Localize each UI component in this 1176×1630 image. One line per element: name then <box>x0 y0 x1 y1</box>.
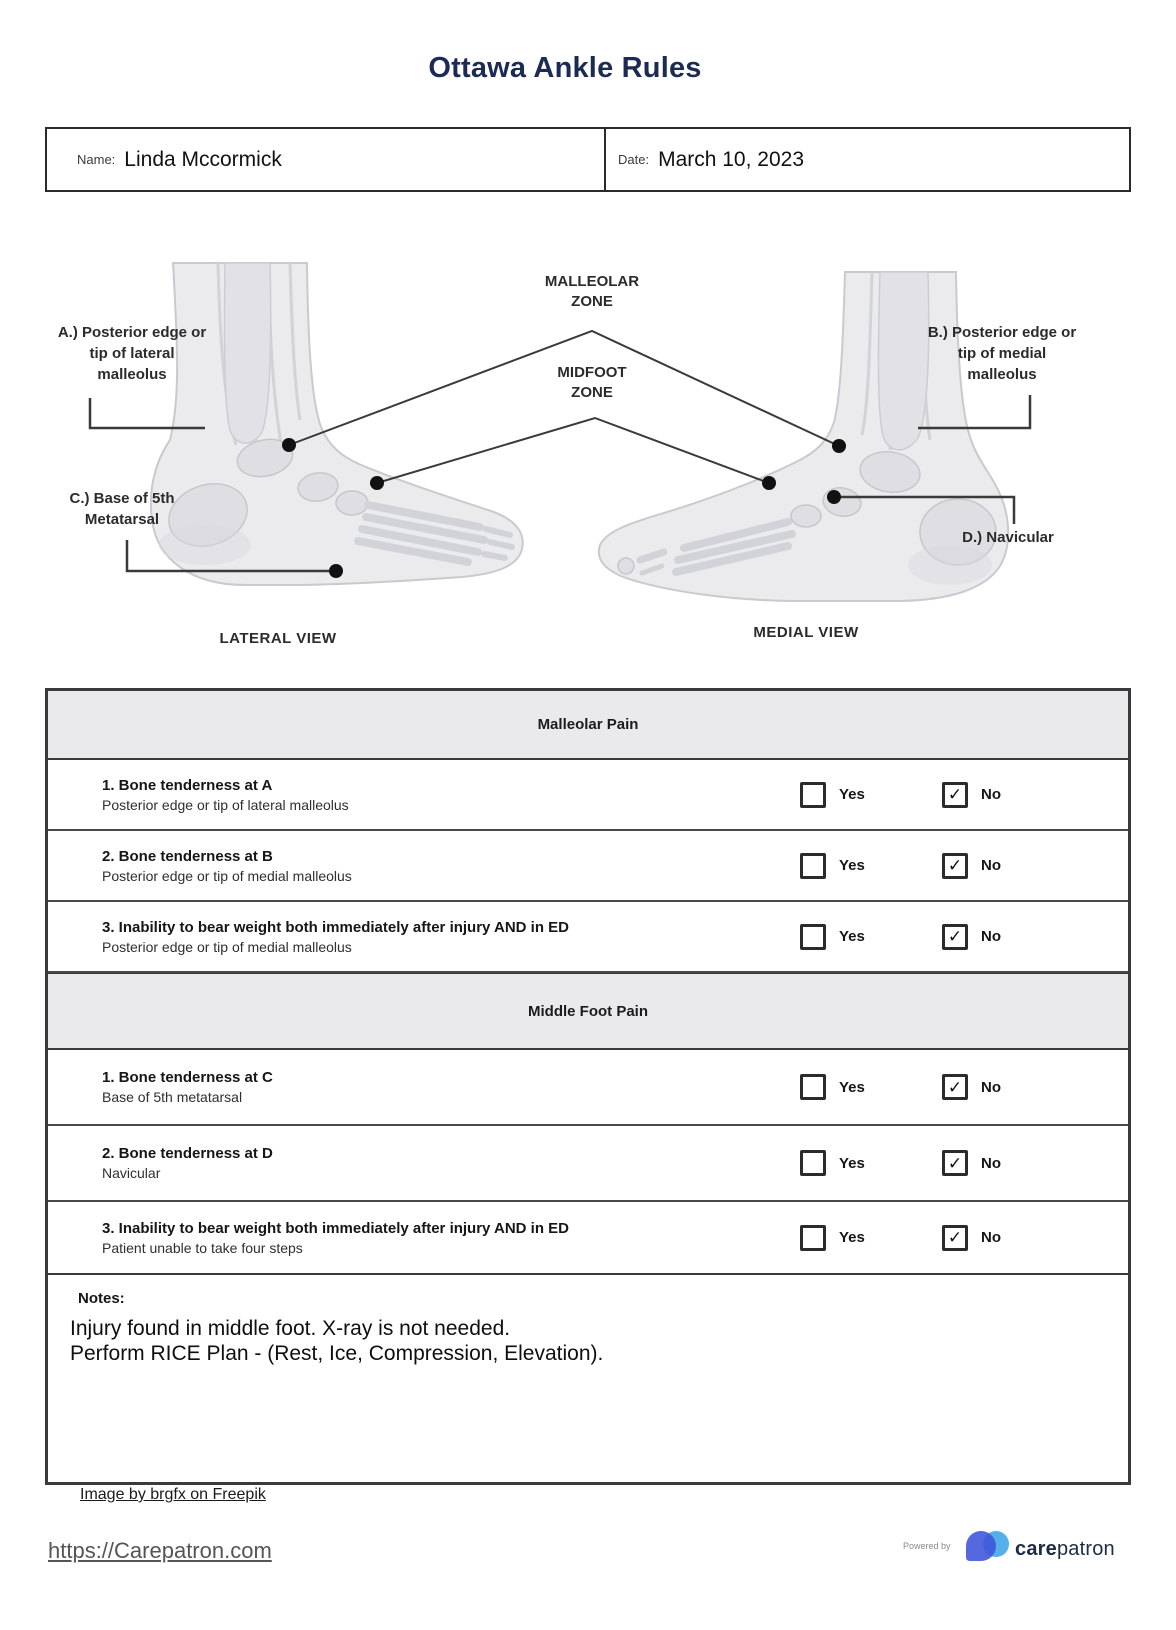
notes-label: Notes: <box>78 1290 125 1307</box>
no-option: ✓ No <box>942 923 1001 950</box>
question-title: 2. Bone tenderness at B <box>102 847 273 865</box>
question-title: 1. Bone tenderness at C <box>102 1069 273 1086</box>
question-subtitle: Posterior edge or tip of medial malleolu… <box>102 867 352 884</box>
question-row-midfoot-3: 3. Inability to bear weight both immedia… <box>48 1202 1128 1275</box>
question-row-midfoot-1: 1. Bone tenderness at C Base of 5th meta… <box>48 1050 1128 1126</box>
notes-textarea[interactable]: Injury found in middle foot. X-ray is no… <box>70 1316 1128 1366</box>
malleolar-zone-label: MALLEOLAR <box>545 273 639 290</box>
label-c-line2: Metatarsal <box>85 511 159 528</box>
yes-checkbox[interactable] <box>800 1150 826 1176</box>
no-option: ✓ No <box>942 1074 1001 1100</box>
ankle-diagram: MALLEOLAR ZONE MIDFOOT ZONE A.) Posterio… <box>58 262 1077 647</box>
question-title: 1. Bone tenderness at A <box>102 776 273 794</box>
brand-care: care <box>1015 1537 1057 1560</box>
no-option: ✓ No <box>942 1150 1001 1176</box>
notes-line: Perform RICE Plan - (Rest, Ice, Compress… <box>70 1342 604 1365</box>
section-header-malleolar: Malleolar Pain <box>48 691 1128 760</box>
no-checkbox[interactable]: ✓ <box>942 852 968 879</box>
no-option: ✓ No <box>942 1224 1001 1251</box>
yes-label: Yes <box>839 1154 865 1172</box>
question-title: 3. Inability to bear weight both immedia… <box>102 1219 570 1237</box>
no-label: No <box>981 857 1001 874</box>
section-header-midfoot: Middle Foot Pain <box>48 973 1128 1050</box>
no-label: No <box>981 928 1001 945</box>
notes-line: Injury found in middle foot. X-ray is no… <box>70 1317 511 1340</box>
question-row-malleolar-2: 2. Bone tenderness at B Posterior edge o… <box>48 831 1128 902</box>
question-title: 3. Inability to bear weight both immedia… <box>102 918 570 936</box>
label-b-line3: malleolus <box>967 366 1036 383</box>
yes-option: Yes <box>800 1074 865 1100</box>
notes-section: Notes: Injury found in middle foot. X-ra… <box>48 1290 1128 1482</box>
no-checkbox[interactable]: ✓ <box>942 781 968 808</box>
yes-option: Yes <box>800 1224 865 1251</box>
image-credit-link[interactable]: Image by brgfx on Freepik <box>80 1486 266 1503</box>
lateral-foot-illustration <box>149 262 524 586</box>
label-a-line1: A.) Posterior edge or <box>58 324 207 341</box>
label-a-line3: malleolus <box>97 366 166 383</box>
no-option: ✓ No <box>942 852 1001 879</box>
no-option: ✓ No <box>942 781 1001 808</box>
date-field[interactable]: March 10, 2023 <box>658 147 805 171</box>
medial-foot-illustration <box>597 271 1010 602</box>
no-checkbox[interactable]: ✓ <box>942 1224 968 1251</box>
date-cell: Date: March 10, 2023 <box>606 129 1129 190</box>
yes-label: Yes <box>839 1078 865 1096</box>
question-subtitle: Base of 5th metatarsal <box>102 1089 243 1105</box>
carepatron-logo: carepatron <box>963 1528 1115 1570</box>
name-label: Name: <box>77 152 116 167</box>
lateral-view-label: LATERAL VIEW <box>219 630 336 647</box>
yes-checkbox[interactable] <box>800 781 826 808</box>
question-subtitle: Patient unable to take four steps <box>102 1239 303 1256</box>
no-checkbox[interactable]: ✓ <box>942 1074 968 1100</box>
label-c-line1: C.) Base of 5th <box>69 490 174 507</box>
no-checkbox[interactable]: ✓ <box>942 1150 968 1176</box>
yes-option: Yes <box>800 852 865 879</box>
yes-checkbox[interactable] <box>800 852 826 879</box>
name-cell: Name: Linda Mccormick <box>47 129 606 190</box>
label-d: D.) Navicular <box>962 529 1054 546</box>
label-a-line2: tip of lateral <box>89 345 174 362</box>
name-field[interactable]: Linda Mccormick <box>124 147 282 171</box>
medial-view-label: MEDIAL VIEW <box>753 624 859 641</box>
label-b-line2: tip of medial <box>958 345 1046 362</box>
carepatron-wordmark: carepatron <box>1015 1538 1115 1561</box>
question-row-malleolar-3: 3. Inability to bear weight both immedia… <box>48 902 1128 973</box>
powered-by-text: Powered by <box>903 1541 951 1551</box>
yes-checkbox[interactable] <box>800 1224 826 1251</box>
callout-lines <box>88 395 1032 573</box>
yes-checkbox[interactable] <box>800 923 826 950</box>
landmark-dots <box>282 438 846 578</box>
yes-option: Yes <box>800 781 865 808</box>
question-subtitle: Posterior edge or tip of lateral malleol… <box>102 796 349 813</box>
question-subtitle: Posterior edge or tip of medial malleolu… <box>102 938 352 955</box>
brand-patron: patron <box>1056 1537 1115 1560</box>
no-checkbox[interactable]: ✓ <box>942 923 968 950</box>
question-title: 2. Bone tenderness at D <box>102 1145 273 1162</box>
yes-label: Yes <box>839 786 865 803</box>
malleolar-zone-label-line2: ZONE <box>571 293 613 310</box>
yes-option: Yes <box>800 923 865 950</box>
midfoot-zone-label-line2: ZONE <box>571 384 613 401</box>
page-title: Ottawa Ankle Rules <box>428 52 702 84</box>
no-label: No <box>981 786 1001 803</box>
no-label: No <box>981 1229 1001 1246</box>
yes-label: Yes <box>839 1229 865 1246</box>
question-row-malleolar-1: 1. Bone tenderness at A Posterior edge o… <box>48 760 1128 831</box>
question-subtitle: Navicular <box>102 1165 161 1181</box>
patient-info-box: Name: Linda Mccormick Date: March 10, 20… <box>45 127 1131 192</box>
no-label: No <box>981 1078 1001 1096</box>
question-row-midfoot-2: 2. Bone tenderness at D Navicular Yes ✓ … <box>48 1126 1128 1202</box>
date-label: Date: <box>618 152 650 167</box>
no-label: No <box>981 1154 1001 1172</box>
carepatron-url-link[interactable]: https://Carepatron.com <box>48 1538 272 1563</box>
yes-option: Yes <box>800 1150 865 1176</box>
yes-checkbox[interactable] <box>800 1074 826 1100</box>
yes-label: Yes <box>839 928 865 945</box>
midfoot-zone-label: MIDFOOT <box>557 364 626 381</box>
label-b-line1: B.) Posterior edge or <box>928 324 1077 341</box>
assessment-table: Malleolar Pain 1. Bone tenderness at A P… <box>45 688 1131 1485</box>
yes-label: Yes <box>839 857 865 874</box>
zone-connectors <box>288 329 840 484</box>
carepatron-logo-icon <box>966 1531 1009 1561</box>
